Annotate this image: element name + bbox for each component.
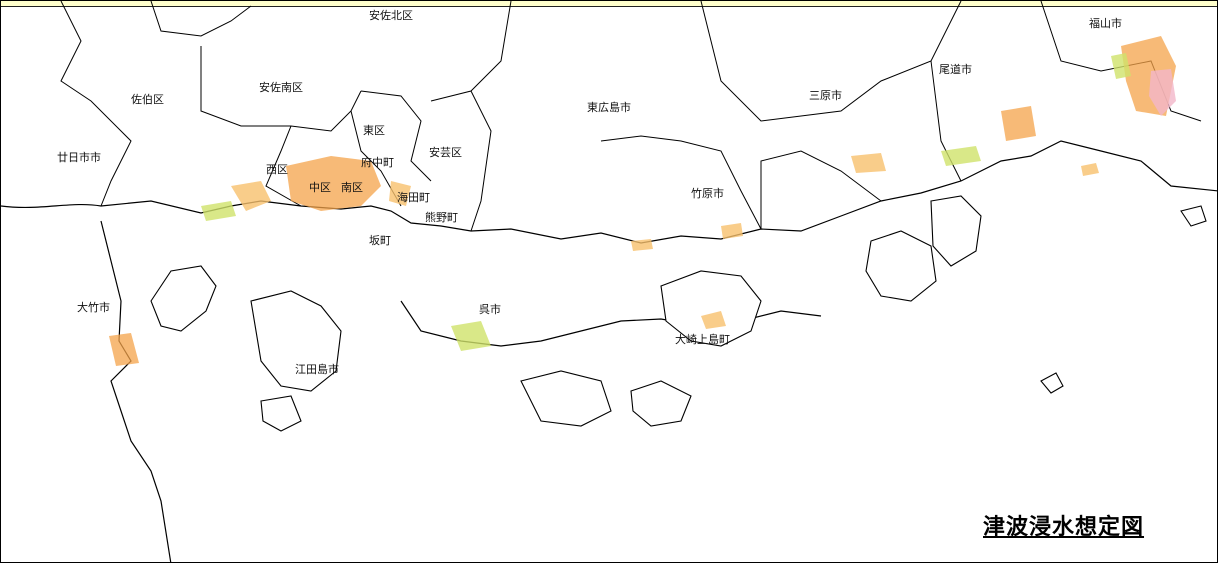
island xyxy=(930,195,982,267)
label-naka: 中区 xyxy=(309,181,331,194)
mainland-coastline xyxy=(1,140,1217,244)
top-band xyxy=(1,1,1217,7)
label-kaita: 海田町 xyxy=(397,190,430,204)
label-saeki: 佐伯区 xyxy=(131,92,164,106)
label-etajima: 江田島市 xyxy=(295,362,339,376)
label-asakita: 安佐北区 xyxy=(369,8,413,22)
island xyxy=(250,290,342,392)
label-takehara: 竹原市 xyxy=(691,186,724,200)
label-higashihiroshima: 東広島市 xyxy=(587,100,631,114)
island xyxy=(865,230,937,302)
island xyxy=(260,395,302,432)
label-osakikamijima: 大崎上島町 xyxy=(675,332,730,346)
inner-coastline xyxy=(100,220,172,562)
island xyxy=(520,370,612,427)
label-kure: 呉市 xyxy=(479,302,501,316)
label-kumano: 熊野町 xyxy=(425,210,458,224)
label-asaminami: 安佐南区 xyxy=(259,80,303,94)
label-otake: 大竹市 xyxy=(77,300,110,314)
label-mihara: 三原市 xyxy=(809,88,842,102)
label-aki: 安芸区 xyxy=(429,145,462,159)
label-higashi: 東区 xyxy=(363,124,385,137)
label-minami: 南区 xyxy=(341,181,363,194)
label-nishi: 西区 xyxy=(266,163,288,176)
label-fuchu: 府中町 xyxy=(361,155,394,169)
island xyxy=(1180,205,1207,227)
label-saka: 坂町 xyxy=(369,234,391,247)
label-onomichi: 尾道市 xyxy=(939,62,972,76)
label-fukuyama: 福山市 xyxy=(1089,16,1122,30)
label-hatsukaichi: 廿日市市 xyxy=(57,150,101,164)
map-title: 津波浸水想定図 xyxy=(983,515,1145,540)
island xyxy=(660,270,762,347)
island xyxy=(630,380,692,427)
island xyxy=(1040,372,1064,394)
inundation-areas xyxy=(109,36,1176,366)
island xyxy=(150,265,217,332)
